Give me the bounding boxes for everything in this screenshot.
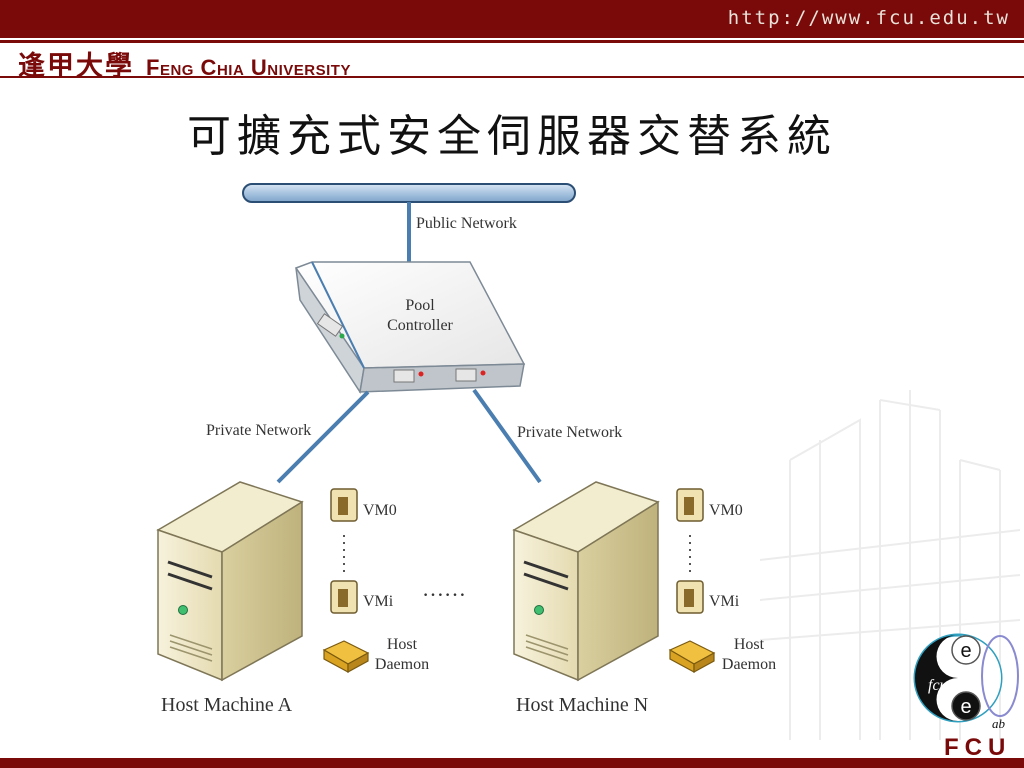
header-rule-lower: [0, 76, 1024, 78]
website-url: http://www.fcu.edu.tw: [727, 7, 1010, 29]
header-bar: http://www.fcu.edu.tw: [0, 0, 1024, 38]
vm-icon: [330, 488, 358, 522]
port-icon: [455, 368, 477, 382]
private-link-right: [472, 388, 542, 484]
host-daemon-icon: [322, 640, 370, 674]
public-network-label: Public Network: [416, 215, 517, 232]
header-rule: [0, 40, 1024, 43]
fcu-logo-text: FCU: [944, 734, 1012, 761]
footer-bar: [0, 758, 1024, 768]
vm-bottom-label-a: VMi: [363, 593, 394, 610]
host-machine-n-label: Host Machine N: [516, 694, 648, 716]
logo-ab: ab: [992, 716, 1006, 731]
vm-icon: [676, 580, 704, 614]
port-led-icon: [418, 371, 424, 377]
port-led-icon: [480, 370, 486, 376]
private-network-right-label: Private Network: [517, 424, 622, 441]
pool-controller-label-line1: Pool: [405, 297, 435, 314]
host-daemon-a-line2: Daemon: [375, 656, 429, 673]
brand-english-name: Feng Chia University: [146, 55, 351, 80]
vm-icon: [676, 488, 704, 522]
port-icon: [316, 313, 344, 337]
vm-icon: [330, 580, 358, 614]
power-led-icon: [178, 605, 188, 615]
brand-chinese-name: 逢甲大學: [18, 51, 134, 82]
host-machine-a: [156, 481, 304, 682]
building-watermark: [759, 390, 1021, 740]
private-link-left: [276, 390, 370, 484]
logo-e-bottom: e: [960, 696, 971, 718]
host-daemon-n-line1: Host: [734, 636, 765, 653]
fcu-ee-logo: e fcu e ab: [913, 633, 1019, 731]
power-led-icon: [534, 605, 544, 615]
between-hosts-ellipsis: ……: [422, 576, 466, 601]
pool-controller: Pool Controller: [294, 261, 526, 395]
port-led-icon: [339, 333, 345, 339]
host-daemon-a-line1: Host: [387, 636, 418, 653]
public-network-bus: [242, 183, 576, 203]
port-icon: [393, 369, 415, 383]
pool-controller-label-line2: Controller: [387, 317, 453, 334]
host-machine-n: [512, 481, 660, 682]
university-brand: 逢甲大學 Feng Chia University: [18, 44, 351, 82]
logo-fcu: fcu: [928, 677, 948, 694]
private-network-left-label: Private Network: [206, 422, 311, 439]
vm-top-label-n: VM0: [709, 502, 743, 519]
logo-e-top: e: [960, 640, 971, 662]
host-machine-a-label: Host Machine A: [161, 694, 293, 716]
host-daemon-icon: [668, 640, 716, 674]
slide-title: 可擴充式安全伺服器交替系統: [187, 111, 837, 162]
vm-bottom-label-n: VMi: [709, 593, 740, 610]
vm-top-label-a: VM0: [363, 502, 397, 519]
host-daemon-n-line2: Daemon: [722, 656, 776, 673]
